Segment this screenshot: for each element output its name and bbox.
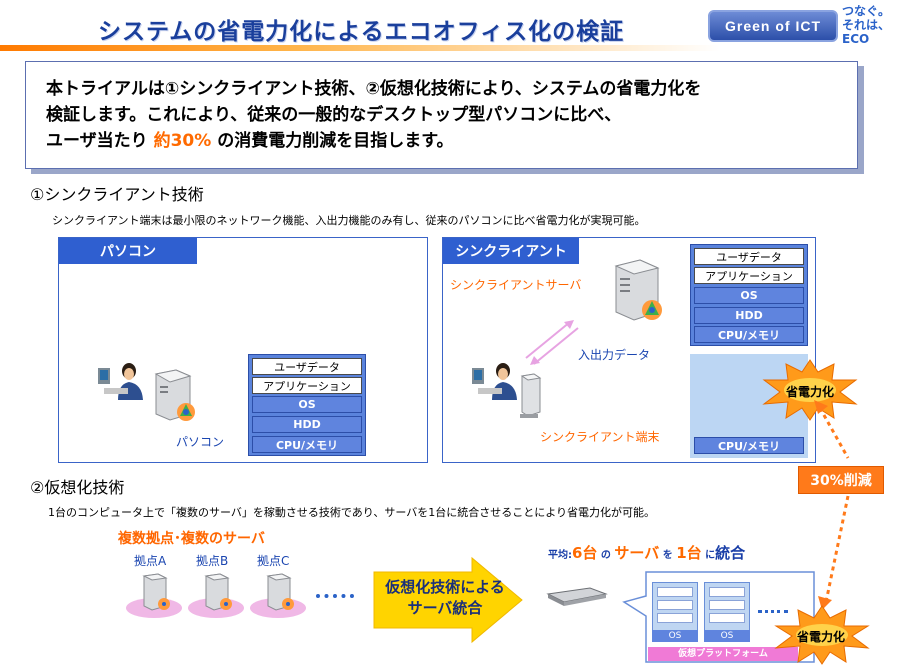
eco-logo: つなぐ。 それは、 ECO	[842, 4, 891, 46]
consolidation-arrow-text: 仮想化技術による サーバ統合	[380, 577, 510, 619]
section2-description: 1台のコンピュータ上で「複数のサーバ」を稼動させる技術であり、サーバを1台に統合…	[48, 506, 656, 519]
intro-line-2: 検証します。これにより、従来の一般的なデスクトップ型パソコンに比べ、	[46, 105, 622, 125]
section2-heading: ②仮想化技術	[30, 478, 125, 497]
site-a-server-icon	[126, 573, 182, 618]
consolidation-callout: 平均:6台 の サーバ を 1台 に統合	[548, 542, 745, 563]
thin-client-server-icon	[614, 259, 662, 321]
pc-stack-os: OS	[252, 396, 362, 413]
tc-stack-os: OS	[694, 287, 804, 304]
callout-particle-1: の	[597, 550, 615, 561]
thin-client-panel-tag: シンクライアント	[443, 238, 579, 264]
pc-panel	[58, 237, 428, 463]
thin-client-server-label: シンクライアントサーバ	[450, 278, 582, 292]
green-of-ict-badge: Green of ICT	[708, 10, 838, 42]
pc-stack-application: アプリケーション	[252, 377, 362, 394]
tc-stack-hdd: HDD	[694, 307, 804, 324]
callout-tail: 統合	[715, 544, 746, 562]
callout-prefix: 平均:	[548, 550, 572, 561]
thin-client-terminal-icon	[520, 373, 542, 418]
reduction-badge: 30%削減	[798, 466, 884, 494]
callout-particle-3: に	[701, 550, 716, 561]
pc-tower-icon	[154, 369, 195, 421]
pc-stack-cpu-memory: CPU/メモリ	[252, 436, 362, 453]
saving-burst-2-icon	[774, 605, 870, 665]
intro-line-3-post: の消費電力削減を目指します。	[211, 131, 454, 151]
user-at-terminal-icon	[472, 363, 517, 400]
tc-terminal-cpu-memory: CPU/メモリ	[694, 437, 804, 454]
multi-site-title: 複数拠点･複数のサーバ	[118, 531, 265, 547]
callout-word-server: サーバ	[614, 544, 660, 562]
user-at-pc-icon	[98, 363, 143, 400]
title-underline	[0, 45, 720, 51]
intro-line-3-pre: ユーザ当たり	[46, 131, 154, 151]
section1-heading: ①シンクライアント技術	[30, 185, 204, 204]
more-vms-ellipsis	[758, 610, 788, 613]
intro-line-3: ユーザ当たり 約30% の消費電力削減を目指します。	[46, 128, 837, 154]
consolidated-server-icon	[546, 587, 608, 606]
io-data-arrows	[525, 320, 579, 365]
site-c-server-icon	[250, 573, 306, 618]
tc-stack-cpu-memory: CPU/メモリ	[694, 326, 804, 343]
saving-label-2: 省電力化	[797, 630, 846, 644]
intro-box: 本トライアルは①シンクライアント技術、②仮想化技術により、システムの省電力化を …	[25, 61, 858, 169]
pc-panel-tag: パソコン	[59, 238, 197, 264]
consolidation-arrow-icon	[373, 556, 523, 644]
site-a-label: 拠点A	[134, 554, 167, 568]
callout-count-before: 6台	[572, 544, 598, 562]
callout-particle-2: を	[659, 550, 677, 561]
pc-stack-user-data: ユーザデータ	[252, 358, 362, 375]
tc-stack-application: アプリケーション	[694, 267, 804, 284]
saving-burst-1-icon	[762, 359, 858, 421]
site-b-server-icon	[188, 573, 244, 618]
section1-description: シンクライアント端末は最小限のネットワーク機能、入出力機能のみ有し、従来のパソコ…	[52, 214, 646, 227]
pc-stack-hdd: HDD	[252, 416, 362, 433]
io-data-label: 入出力データ	[578, 348, 651, 362]
vm-1-os: OS	[652, 630, 698, 642]
arrow-text-line-1: 仮想化技術による	[385, 578, 505, 596]
site-b-label: 拠点B	[196, 554, 229, 568]
vm-2-os: OS	[704, 630, 750, 642]
thin-client-terminal-label: シンクライアント端末	[540, 430, 660, 444]
intro-accent-percent: 約30%	[153, 131, 212, 151]
pc-device-label: パソコン	[176, 435, 225, 449]
callout-count-after: 1台	[676, 544, 702, 562]
saving-label-1: 省電力化	[786, 385, 835, 399]
intro-line-1: 本トライアルは①シンクライアント技術、②仮想化技術により、システムの省電力化を	[46, 79, 702, 99]
tc-stack-user-data: ユーザデータ	[694, 248, 804, 265]
page-title: システムの省電力化によるエコオフィス化の検証	[98, 19, 625, 45]
arrow-text-line-2: サーバ統合	[407, 599, 483, 617]
more-sites-ellipsis	[316, 594, 354, 598]
site-c-label: 拠点C	[257, 554, 290, 568]
virtual-platform-bar: 仮想プラットフォーム	[648, 647, 798, 661]
